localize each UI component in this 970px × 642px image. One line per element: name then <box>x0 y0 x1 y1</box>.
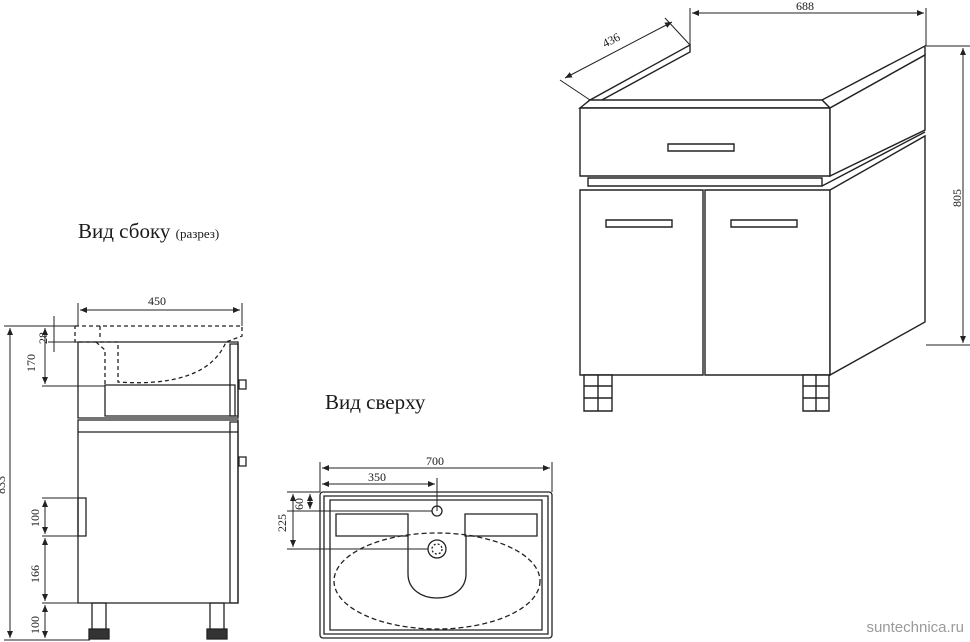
iso-right-side-upper <box>830 55 925 176</box>
iso-height-value: 805 <box>950 189 964 207</box>
iso-drawer-handle <box>668 144 734 151</box>
side-view-title: Вид сбоку (разрез) <box>78 219 219 244</box>
side-legs <box>89 603 227 639</box>
side-view <box>4 303 246 640</box>
iso-door-left <box>580 190 703 375</box>
side-drawer-block <box>78 342 238 418</box>
side-drawer-inner <box>105 385 235 416</box>
iso-leg-right <box>803 375 829 411</box>
top-60-value: 60 <box>292 498 306 510</box>
top-basin <box>334 533 540 629</box>
top-half-value: 350 <box>368 470 386 484</box>
top-drain <box>428 540 446 558</box>
side-166-value: 166 <box>28 565 42 583</box>
side-handle-value: 100 <box>28 509 42 527</box>
top-drain-channel <box>408 536 466 598</box>
iso-width-value: 688 <box>796 0 814 13</box>
side-drawer-knob <box>239 380 246 389</box>
watermark: suntechnica.ru <box>866 619 964 636</box>
isometric-view <box>560 8 970 411</box>
side-cabinet-lower <box>78 420 238 603</box>
iso-door-right <box>705 190 830 375</box>
side-basin <box>75 326 242 383</box>
iso-door-left-handle <box>606 220 672 227</box>
top-view-title: Вид сверху <box>325 390 426 414</box>
iso-leg-left <box>584 375 612 411</box>
iso-door-right-handle <box>731 220 797 227</box>
side-28-value: 28 <box>36 332 50 344</box>
side-view-label: Вид сбоку <box>78 219 171 243</box>
top-outer <box>320 492 552 638</box>
iso-top-frame <box>580 100 830 108</box>
iso-drawer-front <box>580 108 830 176</box>
side-view-note: (разрез) <box>175 226 220 241</box>
iso-depth-dimension <box>565 22 672 78</box>
top-view <box>287 462 552 638</box>
side-depth-value: 450 <box>148 294 166 308</box>
iso-right-side-lower <box>830 136 925 375</box>
iso-gap-strip <box>588 178 822 186</box>
iso-top-rail <box>590 45 690 101</box>
side-handle <box>78 498 86 536</box>
side-170-value: 170 <box>24 354 38 372</box>
top-width-value: 700 <box>426 454 444 468</box>
side-leg-value: 100 <box>28 616 42 634</box>
side-total-value: 833 <box>0 476 8 494</box>
top-225-value: 225 <box>275 514 289 532</box>
side-door-knob <box>239 457 246 466</box>
